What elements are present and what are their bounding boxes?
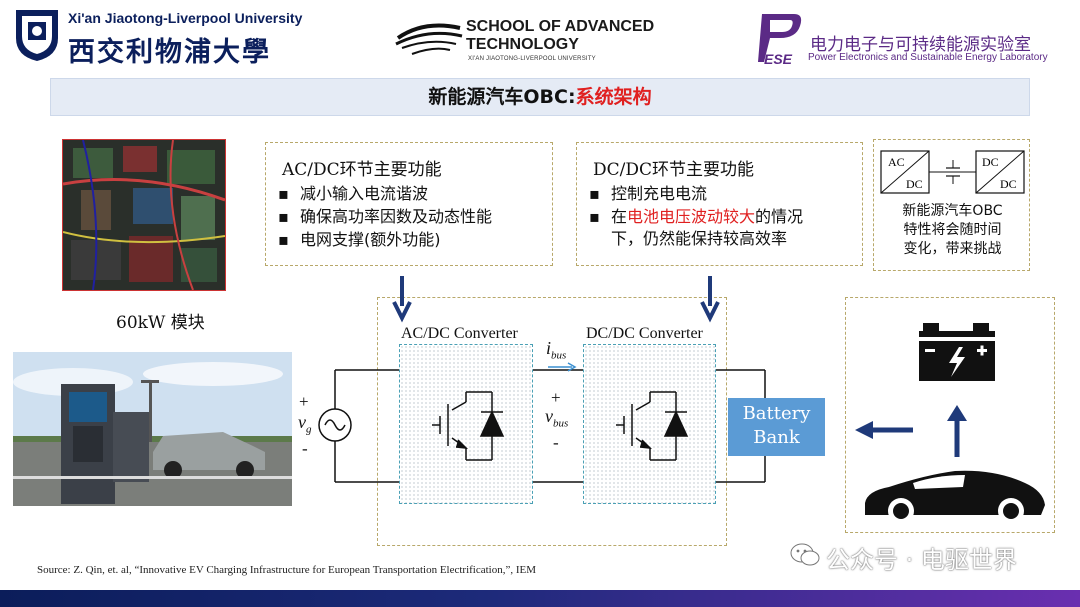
left-arrow-icon xyxy=(855,421,913,439)
ibus-arrow-icon xyxy=(548,362,577,372)
block-label-ac: AC xyxy=(888,155,905,169)
car-battery-icon xyxy=(919,323,995,381)
module-caption: 60kW 模块 xyxy=(116,313,205,333)
acdc-bullet-3: ▪电网支撑(额外功能) xyxy=(278,230,441,249)
dcdc-bullet-2-cont: 下，仍然能保持较高效率 xyxy=(611,229,788,248)
circuit-frame xyxy=(377,297,727,546)
wechat-icon xyxy=(790,542,820,568)
sat-swirl-logo xyxy=(394,18,464,58)
school-name-line1: SCHOOL OF ADVANCED xyxy=(466,18,655,35)
source-citation: Source: Z. Qin, et. al, “Innovative EV C… xyxy=(37,564,537,576)
sports-car-icon xyxy=(865,470,1045,524)
obc-text-line2: 特性将会随时间 xyxy=(903,222,1002,238)
block-label-dc1: DC xyxy=(906,177,923,191)
acdc-function-box: AC/DC环节主要功能 ▪减小输入电流谐波 ▪确保高功率因数及动态性能 ▪电网支… xyxy=(265,142,553,266)
school-subtitle: XI'AN JIAOTONG-LIVERPOOL UNIVERSITY xyxy=(468,56,596,62)
dcdc-box-heading: DC/DC环节主要功能 xyxy=(593,160,755,180)
charger-module-photo xyxy=(62,139,226,291)
slide-title-bar: 新能源汽车OBC:系统架构 xyxy=(50,78,1030,116)
footer-bar xyxy=(0,590,1080,607)
obc-characteristics-box: AC DC DC DC 新能源汽车OBC 特性将会随时间 变化，带来挑战 xyxy=(873,139,1030,271)
svg-text:ESE: ESE xyxy=(764,51,793,66)
dcdc-function-box: DC/DC环节主要功能 ▪控制充电电流 ▪在电池电压波动较大的情况 下，仍然能保… xyxy=(576,142,863,266)
obc-text-line1: 新能源汽车OBC xyxy=(902,203,1003,219)
lab-name-cn: 电力电子与可持续能源实验室 xyxy=(810,35,1031,55)
vg-plus: + xyxy=(299,392,309,411)
acdc-bullet-1: ▪减小输入电流谐波 xyxy=(278,184,429,203)
obc-characteristics-text: 新能源汽车OBC 特性将会随时间 变化，带来挑战 xyxy=(874,202,1031,259)
dcdc-converter-block xyxy=(583,344,716,504)
school-name-line2: TECHNOLOGY xyxy=(466,36,579,53)
igbt-diode-dcdc-icon xyxy=(616,391,689,461)
dcdc-bullet-1: ▪控制充电电流 xyxy=(589,184,708,203)
battery-label-line2: Bank xyxy=(753,427,800,448)
battery-bank-block: Battery Bank xyxy=(728,398,825,456)
acdc-converter-label: AC/DC Converter xyxy=(401,325,518,342)
acdc-box-heading: AC/DC环节主要功能 xyxy=(282,160,442,180)
vbus-plus: + xyxy=(551,388,561,407)
slide-title-main: 新能源汽车OBC: xyxy=(428,86,576,108)
lab-name-en: Power Electronics and Sustainable Energy… xyxy=(808,52,1048,63)
university-name-cn: 西交利物浦大學 xyxy=(68,37,271,68)
ev-illustration xyxy=(855,323,1045,524)
up-arrow-icon xyxy=(947,405,967,457)
dcdc-bullet-2: ▪在电池电压波动较大的情况 xyxy=(589,207,804,226)
vg-minus: - xyxy=(302,439,308,458)
vbus-minus: - xyxy=(553,433,559,452)
acdc-bullet-2: ▪确保高功率因数及动态性能 xyxy=(278,207,493,226)
down-arrow-acdc-icon xyxy=(392,276,412,323)
dcdc-converter-label: DC/DC Converter xyxy=(586,325,703,342)
vg-label: vg xyxy=(298,412,312,436)
charging-station-photo xyxy=(13,352,292,506)
igbt-diode-acdc-icon xyxy=(432,391,505,461)
acdc-converter-block xyxy=(399,344,533,504)
ac-source-icon xyxy=(318,408,352,442)
vbus-label: vbus xyxy=(545,406,569,430)
block-label-dc2: DC xyxy=(982,155,999,169)
university-name-en: Xi'an Jiaotong-Liverpool University xyxy=(68,10,303,26)
ev-illustration-box xyxy=(845,297,1055,533)
obc-text-line3: 变化，带来挑战 xyxy=(903,241,1002,257)
dcdc-bullet-2-highlight: 电池电压波动较大 xyxy=(627,207,756,226)
acdc-dcdc-block-icon: AC DC DC DC xyxy=(880,150,1025,194)
wechat-watermark: 公众号 · 电驱世界 xyxy=(826,546,1017,574)
down-arrow-dcdc-icon xyxy=(700,276,720,323)
xjtlu-crest-logo xyxy=(14,8,60,62)
battery-label-line1: Battery xyxy=(742,403,811,424)
slide-title: 新能源汽车OBC:系统架构 xyxy=(51,79,1029,115)
ibus-label: ibus xyxy=(546,338,567,362)
slide-title-highlight: 系统架构 xyxy=(575,86,652,108)
ese-logo: ESE xyxy=(756,10,806,67)
block-label-dc3: DC xyxy=(1000,177,1017,191)
